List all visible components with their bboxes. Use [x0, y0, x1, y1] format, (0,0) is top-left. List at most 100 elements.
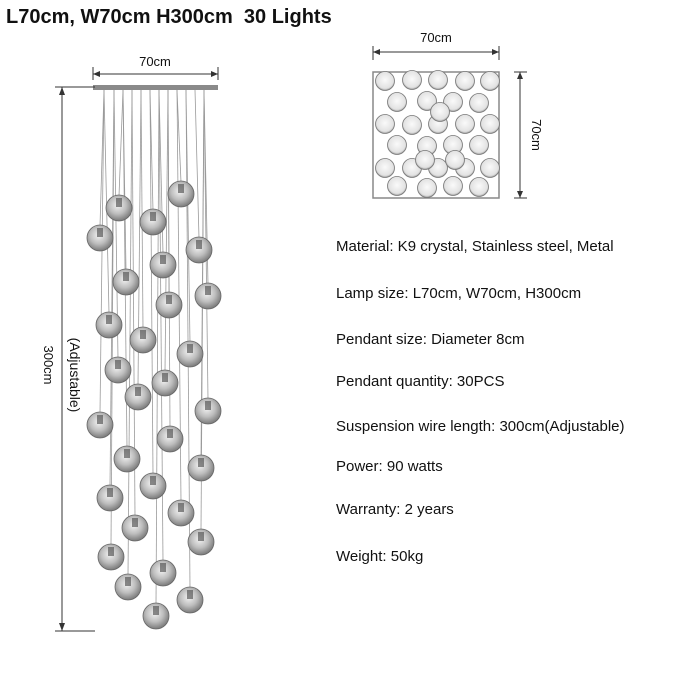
pendant-ball	[112, 268, 140, 296]
pendant-bulb	[140, 330, 146, 339]
pendant-bulb	[160, 563, 166, 572]
pendant-bulb	[153, 606, 159, 615]
pendant-bulb	[116, 198, 122, 207]
top-view-ball	[415, 150, 435, 170]
top-view-ball	[417, 91, 437, 111]
suspension-wire	[118, 89, 124, 197]
top-view-ball	[430, 102, 450, 122]
spec-power: Power: 90 watts	[336, 458, 443, 475]
spec-value: 300cm(Adjustable)	[499, 418, 625, 435]
pendant-ball	[149, 251, 177, 279]
suspension-wire	[127, 89, 133, 576]
pendant-bulb	[162, 373, 168, 382]
top-view-ball	[443, 176, 463, 196]
suspension-wire	[176, 89, 182, 183]
top-view-balls	[375, 70, 500, 198]
pendant-bulb	[196, 240, 202, 249]
pendant-bulb	[160, 255, 166, 264]
top-view-ball	[375, 158, 395, 178]
top-view-ball	[469, 93, 489, 113]
spec-material: Material: K9 crystal, Stainless steel, M…	[336, 238, 614, 255]
pendant-ball	[167, 180, 195, 208]
top-view-ball	[445, 150, 465, 170]
pendant-bulb	[187, 344, 193, 353]
side-width-label: 70cm	[139, 54, 171, 69]
side-height-dimension: 300cm (Adjustable)	[41, 86, 95, 632]
pendant-ball	[124, 383, 152, 411]
spec-wire-length: Suspension wire length: 300cm(Adjustable…	[336, 418, 625, 435]
pendant-ball	[113, 445, 141, 473]
pendant-ball	[95, 311, 123, 339]
suspension-wire	[155, 89, 160, 605]
top-view-ball	[417, 178, 437, 198]
pendant-ball	[114, 573, 142, 601]
pendant-bulb	[135, 387, 141, 396]
suspension-wire	[99, 89, 105, 414]
top-view: 70cm 70cm	[372, 30, 544, 199]
top-view-ball	[480, 158, 500, 178]
suspension-wire	[113, 89, 119, 359]
top-width-label: 70cm	[420, 30, 452, 45]
spec-label: Weight:	[336, 548, 387, 565]
side-width-dimension: 70cm	[92, 54, 219, 80]
top-view-ball	[455, 71, 475, 91]
suspension-wire	[194, 89, 200, 239]
spec-label: Material: K9 crystal, Stainless steel, M…	[336, 238, 614, 255]
pendant-bulb	[178, 184, 184, 193]
pendant-ball	[187, 454, 215, 482]
adjustable-label: (Adjustable)	[67, 338, 83, 413]
pendant-bulb	[124, 449, 130, 458]
top-view-ball	[455, 114, 475, 134]
spec-label: Lamp size: L70cm, W70cm, H300cm	[336, 285, 582, 302]
spec-weight: Weight: 50kg	[336, 548, 423, 565]
pendant-bulb	[107, 488, 113, 497]
pendant-ball	[185, 236, 213, 264]
suspension-wire	[131, 89, 136, 517]
spec-label: Warranty: 2 years	[336, 501, 454, 518]
top-view-ball	[428, 70, 448, 90]
pendant-ball	[139, 472, 167, 500]
pendant-ball	[105, 194, 133, 222]
canopy	[93, 85, 218, 90]
pendant-ball	[155, 291, 183, 319]
top-view-ball	[375, 71, 395, 91]
spec-pendant-quantity: Pendant quantity: 30PCS	[336, 373, 504, 390]
pendant-bulb	[106, 315, 112, 324]
product-title: L70cm, W70cm H300cm 30 Lights	[6, 6, 332, 28]
pendant-bulb	[166, 295, 172, 304]
suspension-wire	[140, 89, 144, 329]
pendant-bulb	[108, 547, 114, 556]
spec-warranty: Warranty: 2 years	[336, 501, 454, 518]
suspension-wire	[164, 89, 169, 372]
spec-pendant-size: Pendant size: Diameter 8cm	[336, 331, 524, 348]
suspension-wire	[122, 89, 128, 448]
pendant-ball	[194, 397, 222, 425]
top-view-ball	[387, 176, 407, 196]
top-view-ball	[480, 71, 500, 91]
side-height-label: 300cm	[41, 345, 56, 384]
pendant-bulb	[97, 228, 103, 237]
pendant-bulb	[198, 458, 204, 467]
spec-label: Power: 90 watts	[336, 458, 443, 475]
pendant-ball	[86, 224, 114, 252]
pendant-bulb	[123, 272, 129, 281]
top-view-ball	[480, 114, 500, 134]
pendant-ball	[96, 484, 124, 512]
pendant-ball	[121, 514, 149, 542]
pendant-ball	[139, 208, 167, 236]
spec-label: Pendant quantity: 30PCS	[336, 373, 505, 390]
pendant-ball	[156, 425, 184, 453]
pendant-ball	[97, 543, 125, 571]
pendant-bulb	[198, 532, 204, 541]
pendant-ball	[151, 369, 179, 397]
pendant-bulb	[125, 577, 131, 586]
pendant-ball	[149, 559, 177, 587]
top-view-ball	[375, 114, 395, 134]
pendant-ball	[187, 528, 215, 556]
pendant-ball	[142, 602, 170, 630]
pendant-bulb	[178, 503, 184, 512]
suspension-wire	[103, 89, 110, 314]
top-view-ball	[469, 177, 489, 197]
suspension-wire	[149, 89, 154, 475]
pendant-ball	[86, 411, 114, 439]
